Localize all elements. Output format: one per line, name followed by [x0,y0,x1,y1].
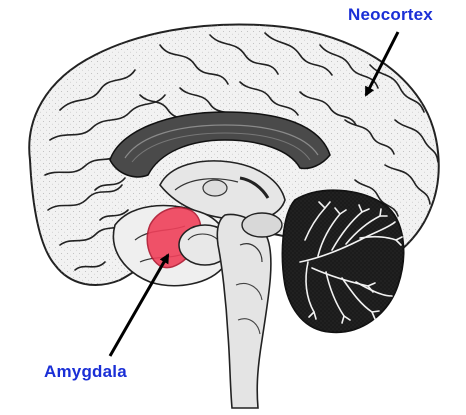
cerebellum [282,190,403,332]
brainstem [217,213,282,408]
amygdala-label: Amygdala [44,362,127,382]
neocortex-label: Neocortex [348,5,433,25]
